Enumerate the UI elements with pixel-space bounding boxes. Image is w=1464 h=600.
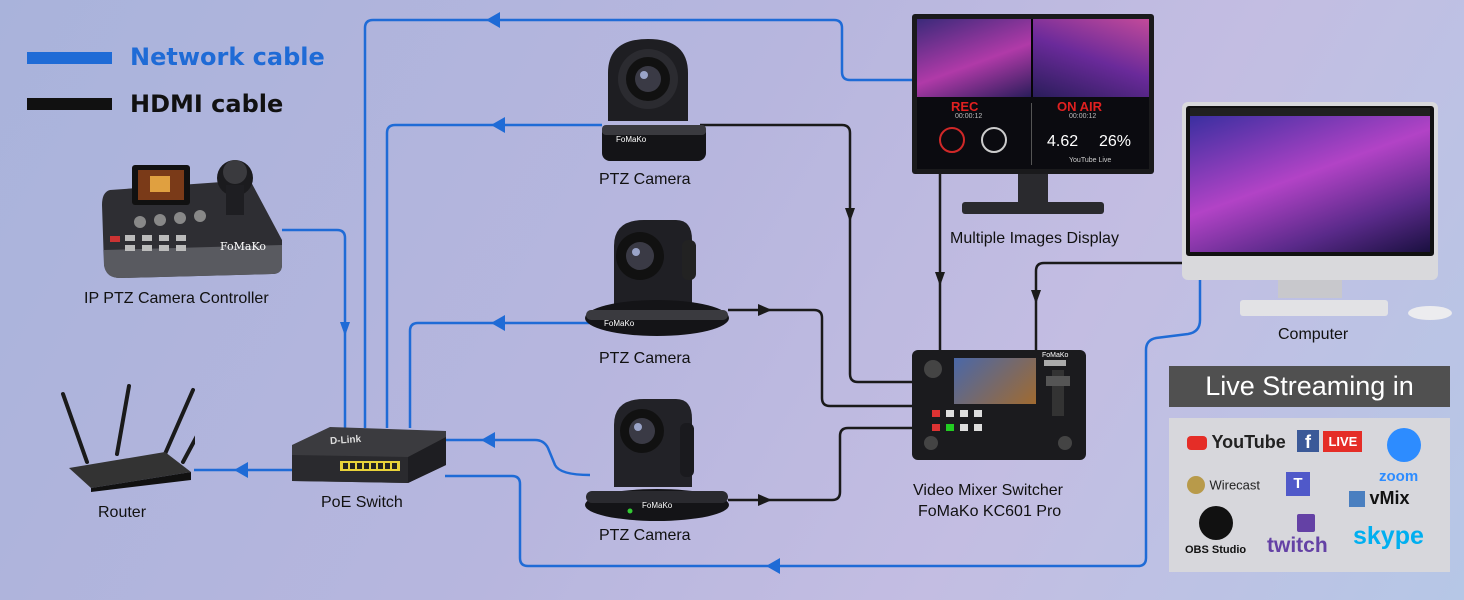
zoom-icon	[1387, 428, 1421, 462]
network-cable-monitor	[363, 18, 918, 428]
air-time: 00:00:12	[1069, 113, 1097, 120]
rec-time: 00:00:12	[955, 113, 983, 120]
mixer-label-line1: Video Mixer Switcher	[913, 482, 1063, 499]
live-streaming-title: Live Streaming in	[1169, 366, 1450, 407]
camera-mid-label: PTZ Camera	[599, 350, 691, 367]
switch-brand: D-Link	[329, 433, 362, 448]
mixer-brand: FoMaKo	[1042, 352, 1069, 359]
rec-indicator: REC	[951, 99, 979, 114]
router-icon	[55, 382, 215, 492]
camera-bot-brand: FoMaKo	[642, 501, 673, 510]
facebook-live-logo: f LIVE	[1297, 430, 1363, 452]
youtube-live-text: YouTube Live	[1069, 157, 1112, 164]
wirecast-icon	[1187, 476, 1205, 494]
vmix-icon	[1349, 490, 1365, 507]
ptz-camera-icon: FoMaKo	[600, 35, 710, 165]
router-label: Router	[98, 504, 147, 521]
teams-icon: T	[1286, 472, 1310, 496]
video-mixer-icon: FoMaKo	[912, 350, 1086, 462]
hdmi-cable-camera-top	[700, 123, 918, 384]
joystick-controller-icon: FoMaKo	[100, 150, 284, 278]
live-streaming-panel: Live Streaming in YouTube f LIVE Wirecas…	[1169, 366, 1450, 572]
camera-mid-brand: FoMaKo	[604, 319, 635, 328]
camera-top-brand: FoMaKo	[616, 135, 647, 144]
twitch-logo: twitch	[1267, 534, 1328, 557]
computer-icon	[1182, 102, 1460, 324]
monitor-screen: REC 00:00:12 ON AIR 00:00:12 4.62 26% Yo…	[917, 19, 1149, 169]
hdmi-cable-computer	[1034, 261, 1186, 350]
skype-logo: skype	[1353, 522, 1424, 550]
hdmi-cable-legend-label: HDMI cable	[130, 90, 284, 118]
monitor-label: Multiple Images Display	[950, 230, 1119, 247]
camera-bot-label: PTZ Camera	[599, 527, 691, 544]
youtube-logo: YouTube	[1187, 432, 1286, 453]
youtube-play-icon	[1187, 435, 1207, 450]
obs-icon	[1199, 506, 1233, 540]
network-cable-camera-bot	[445, 438, 591, 477]
on-air-indicator: ON AIR	[1057, 99, 1103, 114]
controller-brand: FoMaKo	[220, 240, 267, 253]
cpu-stat: 26%	[1099, 133, 1132, 150]
hdmi-cable-camera-bot	[728, 426, 918, 502]
switch-label: PoE Switch	[321, 494, 403, 511]
facebook-icon: f	[1297, 430, 1319, 452]
monitor-icon: REC 00:00:12 ON AIR 00:00:12 4.62 26% Yo…	[912, 14, 1154, 219]
vmix-logo: vMix	[1349, 488, 1409, 509]
network-cable-controller	[282, 228, 347, 428]
network-cable-legend-label: Network cable	[130, 43, 325, 71]
hdmi-cable-camera-mid	[728, 308, 918, 408]
hdmi-cables	[700, 123, 1186, 502]
obs-studio-logo: OBS Studio	[1185, 544, 1247, 556]
network-cables	[194, 18, 1202, 568]
camera-top-label: PTZ Camera	[599, 171, 691, 188]
streaming-logos-panel: YouTube f LIVE Wirecast T zoom vMix OBS …	[1169, 418, 1450, 572]
twitch-icon	[1297, 514, 1315, 532]
computer-label: Computer	[1278, 326, 1349, 343]
controller-label: IP PTZ Camera Controller	[84, 290, 269, 307]
network-cable-camera-top	[385, 123, 602, 428]
bitrate-stat: 4.62	[1047, 133, 1079, 150]
ptz-camera-icon: FoMaKo	[584, 395, 730, 523]
computer-screen	[1190, 116, 1430, 252]
hdmi-cable-swatch	[27, 98, 112, 110]
switch-icon: D-Link	[290, 425, 448, 487]
network-cable-swatch	[27, 52, 112, 64]
mixer-label-line2: FoMaKo KC601 Pro	[918, 503, 1062, 520]
network-cable-computer	[445, 280, 1202, 568]
ptz-camera-icon: FoMaKo	[584, 218, 730, 338]
wirecast-logo: Wirecast	[1187, 476, 1260, 494]
network-cable-camera-mid	[408, 321, 590, 428]
network-arrows	[234, 12, 780, 574]
zoom-logo: zoom	[1379, 468, 1419, 485]
hdmi-arrows	[758, 208, 1041, 506]
